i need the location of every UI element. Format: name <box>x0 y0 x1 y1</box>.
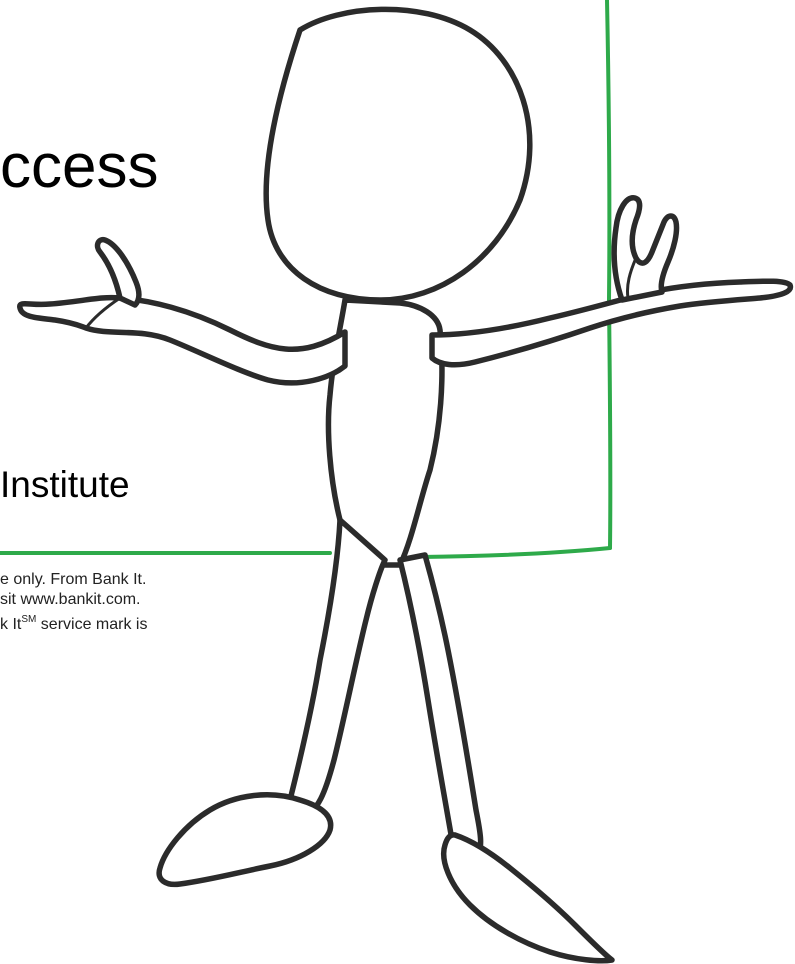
service-mark-superscript: SM <box>21 614 37 625</box>
fine-print-line-3: k ItSM service mark is <box>0 610 147 635</box>
figure-detail-lines <box>84 256 638 330</box>
green-frame-right-edge <box>605 0 613 550</box>
figure-right-hand-fold <box>626 256 638 300</box>
fine-print-line-3-prefix: k It <box>0 616 22 633</box>
figure-right-foot <box>441 832 615 964</box>
fine-print-line-2: sit www.bankit.com. <box>0 591 141 608</box>
figure-left-arm <box>17 294 348 386</box>
figure-left-leg <box>286 517 388 822</box>
figure-left-foot <box>156 792 334 888</box>
figure-right-arm <box>429 278 794 368</box>
slide-title-fragment: ccess <box>0 132 159 201</box>
green-frame-bottom-edge <box>0 546 612 559</box>
figure-right-leg <box>397 552 484 862</box>
figure-left-hand-fold <box>84 296 122 330</box>
figure-head <box>263 6 533 303</box>
shrugging-figure-icon <box>17 6 794 964</box>
green-frame <box>0 0 613 559</box>
fine-print-line-1: e only. From Bank It. <box>0 571 147 588</box>
fine-print-line-3-suffix: service mark is <box>36 616 148 633</box>
figure-right-hand <box>611 195 680 303</box>
fine-print: e only. From Bank It. sit www.bankit.com… <box>0 570 147 635</box>
slide-subtitle-fragment: Institute <box>0 464 130 505</box>
figure-left-thumb <box>94 236 142 308</box>
